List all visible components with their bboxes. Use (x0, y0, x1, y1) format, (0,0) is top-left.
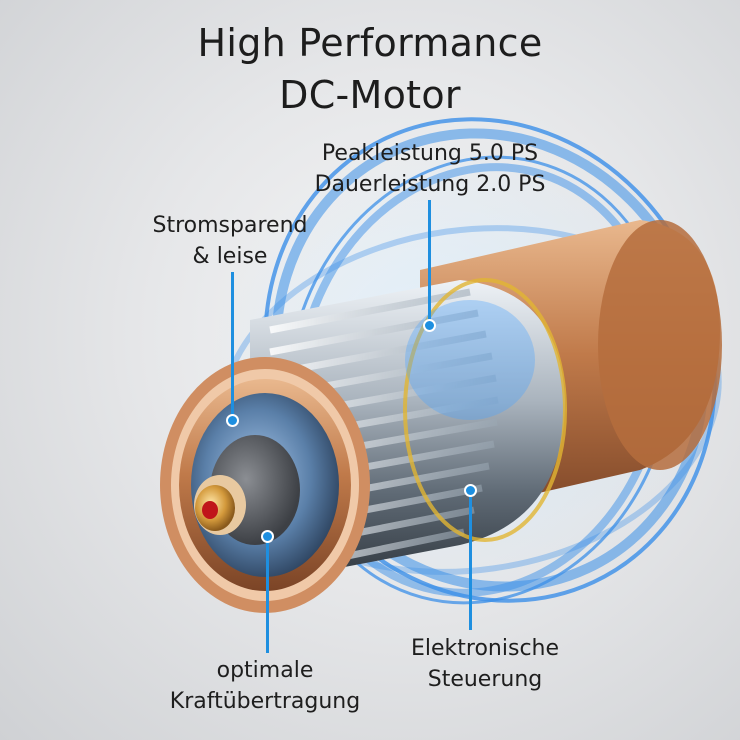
callout-energy-saving: Stromsparend & leise (110, 210, 350, 272)
pointer-dot-peak (423, 319, 436, 332)
callout-strom-line2: & leise (192, 244, 268, 269)
pointer-line-elektro (469, 490, 472, 630)
callout-strom-line1: Stromsparend (152, 213, 308, 238)
callout-peak-line2: Dauerleistung 2.0 PS (314, 172, 546, 197)
front-end-cap (160, 357, 370, 613)
callout-optimal-line1: optimale (216, 658, 314, 683)
pointer-dot-strom (226, 414, 239, 427)
callout-optimal-line2: Kraftübertragung (169, 689, 361, 714)
callout-electronic-control: Elektronische Steuerung (360, 633, 610, 695)
pointer-line-optimal (266, 536, 269, 653)
pointer-dot-elektro (464, 484, 477, 497)
pointer-line-strom (231, 272, 234, 420)
pointer-dot-optimal (261, 530, 274, 543)
headline-line-1: High Performance (197, 21, 543, 65)
callout-peak-line1: Peakleistung 5.0 PS (321, 141, 539, 166)
callout-power-transmission: optimale Kraftübertragung (130, 655, 400, 717)
callout-elektro-line2: Steuerung (427, 667, 543, 692)
callout-peak-power: Peakleistung 5.0 PS Dauerleistung 2.0 PS (280, 138, 580, 200)
callout-elektro-line1: Elektronische (410, 636, 560, 661)
headline-line-2: DC-Motor (279, 73, 461, 117)
pointer-line-peak (428, 200, 431, 325)
